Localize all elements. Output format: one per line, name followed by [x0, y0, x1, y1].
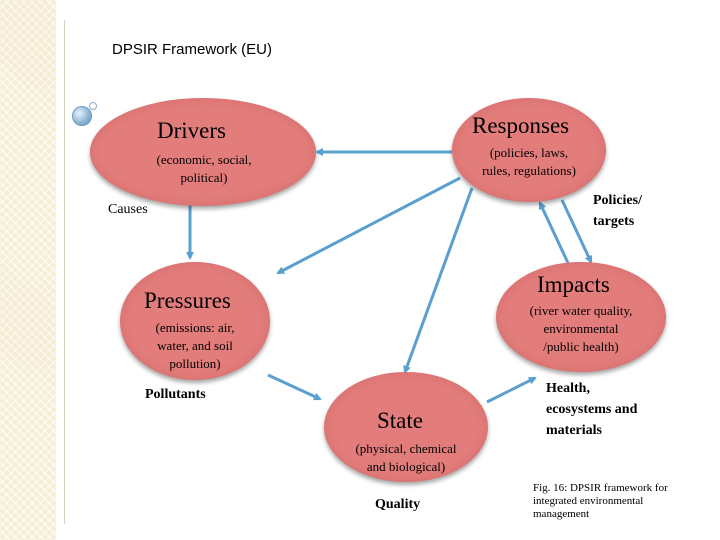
- arrow-state-to-impacts: [486, 376, 537, 404]
- state-subtitle: (physical, chemical and biological): [355, 441, 457, 474]
- responses-subtitle: (policies, laws, rules, regulations): [482, 145, 576, 178]
- state-title: State: [377, 408, 423, 433]
- drivers-title: Drivers: [157, 118, 226, 143]
- decorative-small-circle-icon: [89, 102, 97, 110]
- arrow-impacts-to-responses-left: [538, 201, 570, 264]
- impacts-title: Impacts: [537, 272, 610, 297]
- arrow-responses-to-impacts-right: [560, 199, 593, 264]
- pollutants-label: Pollutants: [145, 387, 206, 402]
- state-node: [324, 372, 488, 482]
- decorative-circle-icon: [72, 106, 92, 126]
- drivers-node: [90, 98, 316, 206]
- impacts-node: [496, 262, 666, 372]
- pressures-subtitle: (emissions: air, water, and soil polluti…: [155, 320, 235, 371]
- arrow-pressures-to-state: [267, 373, 322, 401]
- figure-caption: Fig. 16: DPSIR framework for integrated …: [533, 482, 668, 520]
- causes-label: Causes: [108, 202, 148, 217]
- quality-label: Quality: [375, 497, 421, 512]
- drivers-subtitle: (economic, social, political): [156, 152, 252, 185]
- pressures-node: [120, 262, 270, 380]
- pressures-title: Pressures: [144, 288, 231, 313]
- responses-title: Responses: [472, 113, 570, 138]
- arrow-responses-to-pressures: [276, 176, 461, 275]
- health-label: Health, ecosystems and materials: [546, 381, 638, 438]
- decorative-sidebar: [0, 0, 56, 540]
- sidebar-divider: [64, 20, 65, 524]
- page-title: DPSIR Framework (EU): [112, 41, 273, 58]
- policies-targets-label: Policies/ targets: [593, 193, 642, 229]
- impacts-subtitle: (river water quality, environmental /pub…: [529, 303, 633, 354]
- arrow-responses-to-state: [403, 187, 474, 374]
- responses-node: [452, 98, 606, 202]
